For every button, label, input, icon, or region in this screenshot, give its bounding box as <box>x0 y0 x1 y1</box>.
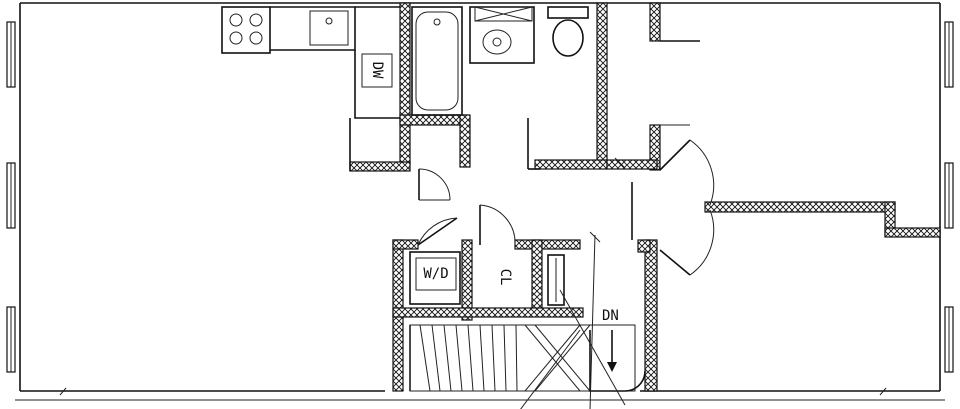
windows <box>6 21 954 373</box>
sink-basin-icon <box>482 29 512 55</box>
sink-icon <box>309 10 349 46</box>
interior-walls <box>349 2 941 392</box>
bathroom <box>411 6 589 170</box>
kitchen: DW <box>221 6 400 171</box>
cooktop-icon <box>229 13 263 45</box>
bathtub-icon <box>415 11 459 111</box>
dishwasher-label: DW <box>369 62 385 79</box>
exterior-walls <box>15 2 945 401</box>
staircase: DN <box>409 234 646 409</box>
closet: CL <box>497 269 513 286</box>
closet-label: CL <box>497 269 513 286</box>
washer-dryer-label: W/D <box>423 266 448 282</box>
svg-text:DW: DW <box>369 62 385 79</box>
dimension-marks <box>59 157 887 396</box>
toilet-icon <box>552 19 584 57</box>
doors <box>417 40 715 276</box>
svg-text:CL: CL <box>497 269 513 286</box>
washer-dryer: W/D <box>409 251 461 305</box>
stair-direction-label: DN <box>602 308 619 324</box>
